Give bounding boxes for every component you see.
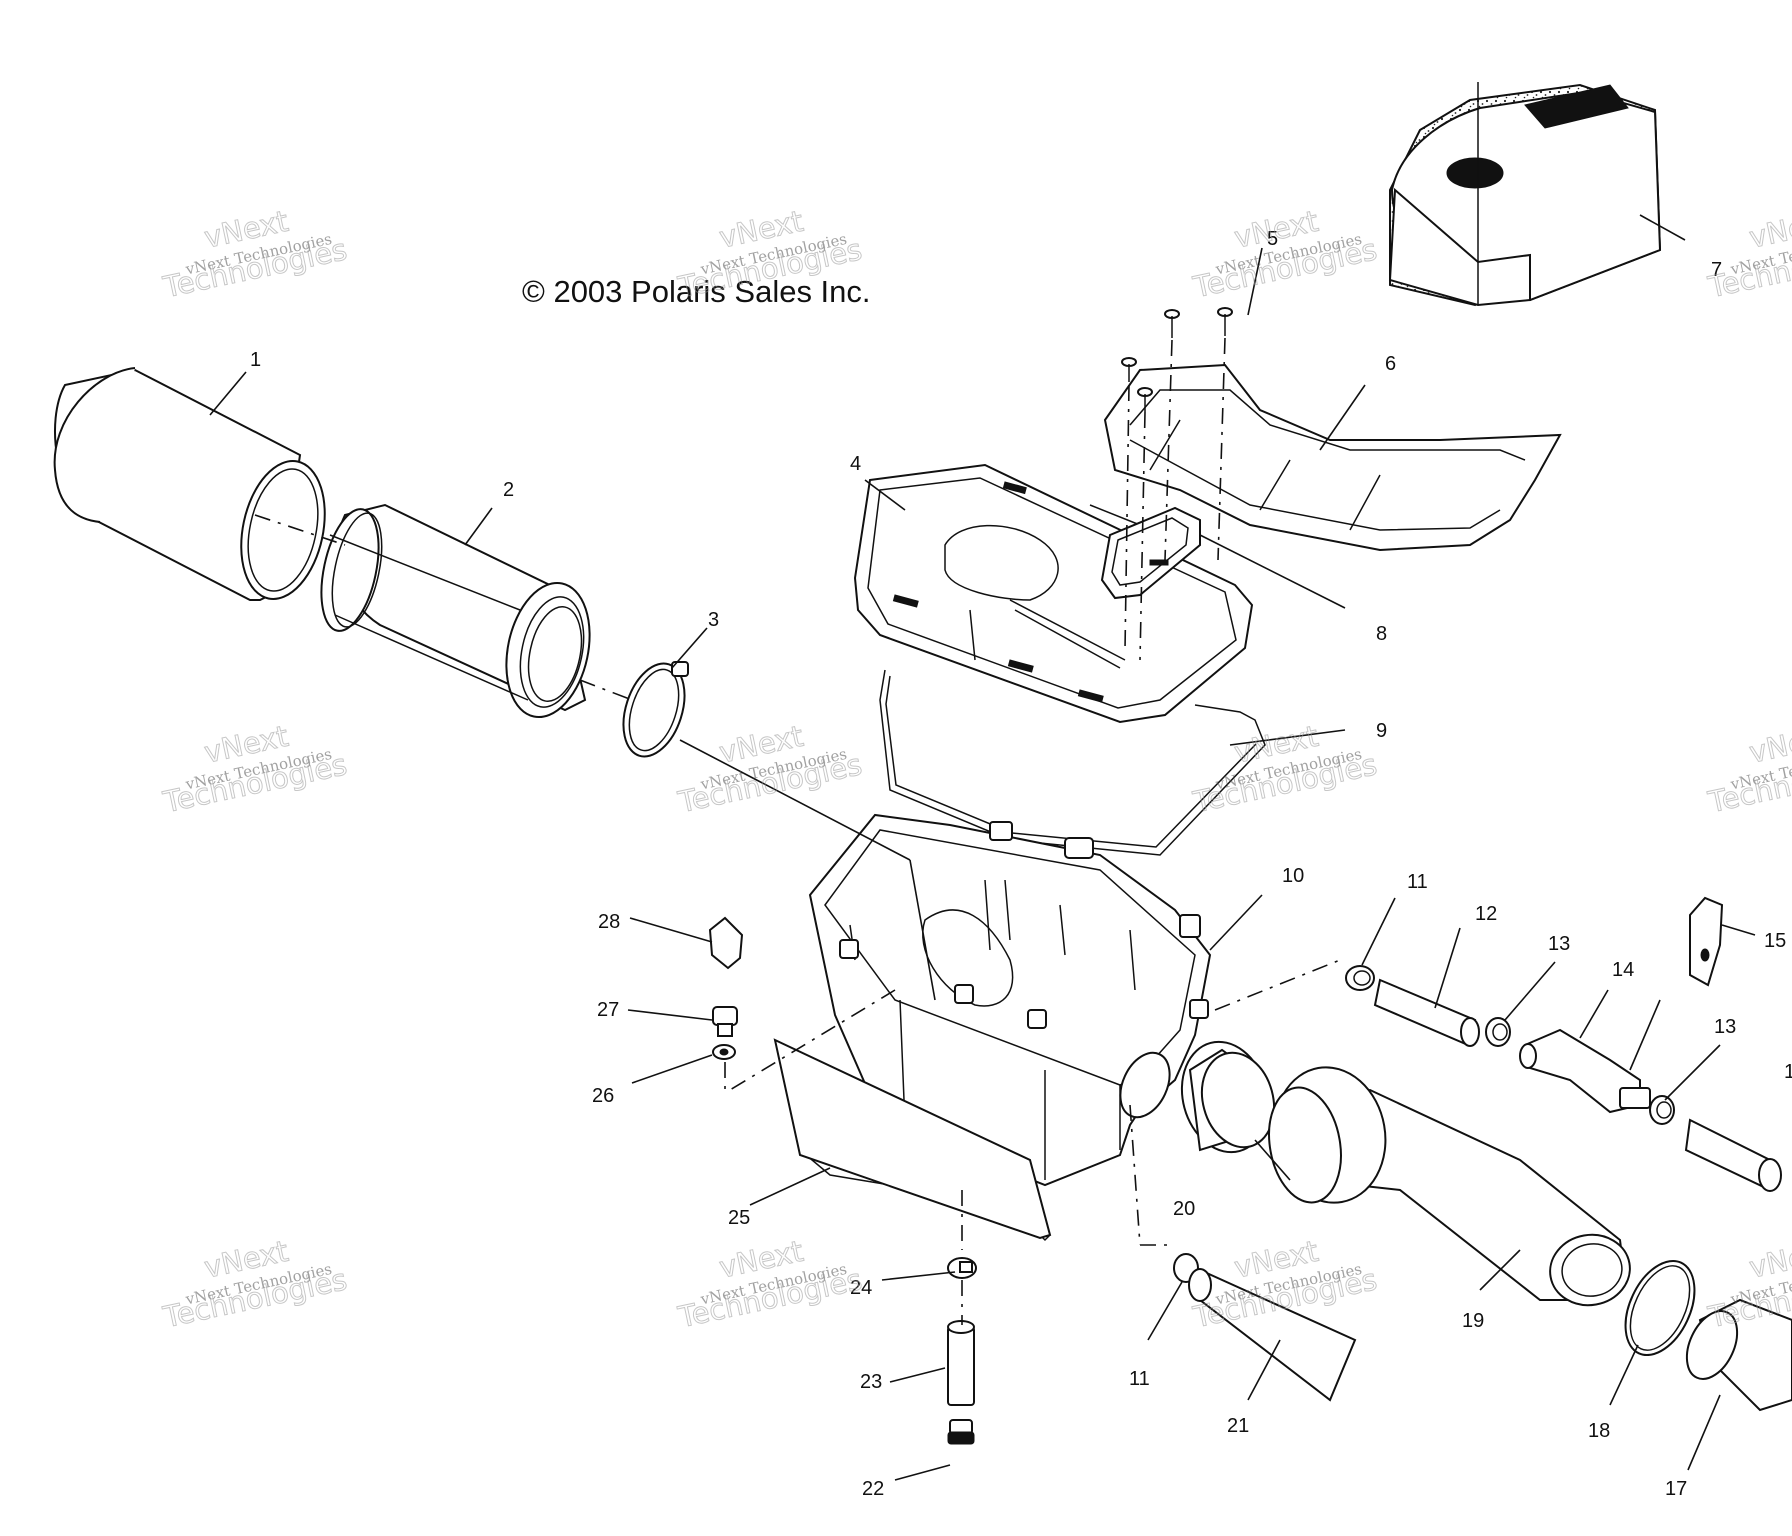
part-4-airbox-lid (853, 463, 1254, 724)
callout-28: 28 (598, 911, 620, 933)
part-24-clamp (947, 1257, 977, 1279)
callout-8: 8 (1376, 623, 1387, 645)
callout-7: 7 (1711, 259, 1722, 281)
callout-13-b: 13 (1714, 1016, 1736, 1038)
part-13-clamp-a (1485, 1017, 1511, 1047)
callout-23: 23 (860, 1371, 882, 1393)
part-21-hose (1188, 1268, 1357, 1402)
part-16-hose (1684, 1118, 1782, 1192)
part-6-intake-duct (1103, 363, 1562, 552)
watermark: vNext vNext Technologies Technologies (1189, 203, 1380, 305)
part-1-filter-sleeve (53, 367, 326, 601)
callout-21: 21 (1227, 1415, 1249, 1437)
part-13-clamp-b (1649, 1095, 1675, 1125)
callout-10: 10 (1282, 865, 1304, 887)
part-10-airbox-base (808, 813, 1212, 1187)
callout-1: 1 (250, 349, 261, 371)
callout-27: 27 (597, 999, 619, 1021)
watermark: vNext vNext Technologies Technologies (1189, 718, 1380, 820)
part-9-gasket (879, 669, 1266, 856)
part-2-filter-element (320, 503, 591, 719)
part-18-seal-ring (1624, 1259, 1696, 1357)
svg-text:vNext: vNext (1746, 719, 1792, 770)
watermark: vNext vNext Technologies Technologies (159, 1233, 350, 1335)
leader-lines (209, 214, 1756, 1481)
callout-22: 22 (862, 1478, 884, 1500)
callout-3: 3 (708, 609, 719, 631)
copyright-notice: © 2003 Polaris Sales Inc. (522, 274, 871, 309)
callout-12: 12 (1475, 903, 1497, 925)
part-5-screws (1121, 307, 1233, 661)
callout-6: 6 (1385, 353, 1396, 375)
part-25-side-panel (773, 1038, 1052, 1242)
part-28-clip (708, 916, 744, 970)
part-19-intake-boot (1268, 1066, 1631, 1307)
callout-9: 9 (1376, 720, 1387, 742)
watermark: vNext vNext Technologies Technologies (674, 1233, 865, 1335)
part-15-clip (1689, 896, 1724, 987)
callout-4: 4 (850, 453, 861, 475)
watermark: vNext vNext Technologies Technologies (159, 718, 350, 820)
callout-20: 20 (1173, 1198, 1195, 1220)
part-23-drain-tube (947, 1320, 975, 1406)
callout-17: 17 (1665, 1478, 1687, 1500)
callout-labels: 1 2 3 4 5 6 7 8 9 10 11 11 12 13 13 14 1… (250, 228, 1792, 1500)
part-22-drain-plug (947, 1419, 975, 1445)
callout-11-upper: 11 (1407, 871, 1428, 893)
part-27-bolt (712, 1006, 738, 1037)
part-7-foam-block (1388, 82, 1662, 307)
callout-19: 19 (1462, 1310, 1484, 1332)
callout-24: 24 (850, 1277, 872, 1299)
watermark: vNext vNext Technologies Technologies (1704, 718, 1792, 820)
watermark: vNext vNext Technologies Technologies (674, 718, 865, 820)
svg-text:vNext: vNext (1746, 204, 1792, 255)
callout-14: 14 (1612, 959, 1634, 981)
callout-5: 5 (1267, 228, 1278, 250)
callout-15: 15 (1764, 930, 1786, 952)
svg-text:vNext: vNext (1746, 1234, 1792, 1285)
callout-13-a: 13 (1548, 933, 1570, 955)
callout-18: 18 (1588, 1420, 1610, 1442)
callout-11-lower: 11 (1129, 1368, 1150, 1390)
callout-16: 1 (1784, 1061, 1792, 1083)
callout-2: 2 (503, 479, 514, 501)
part-14-valve (1519, 1028, 1651, 1114)
center-lines (254, 514, 1661, 1325)
part-26-washer (712, 1044, 736, 1060)
callout-26: 26 (592, 1085, 614, 1107)
part-11-clamp-upper (1345, 965, 1375, 991)
part-12-hose (1373, 978, 1480, 1047)
part-20-coupler (1180, 1040, 1276, 1154)
callout-25: 25 (728, 1207, 750, 1229)
part-17-adapter (1685, 1298, 1792, 1412)
watermark: vNext vNext Technologies Technologies (1704, 1233, 1792, 1335)
watermark: vNext vNext Technologies Technologies (159, 203, 350, 305)
watermark: vNext vNext Technologies Technologies (1704, 203, 1792, 305)
part-3-hose-clamp (622, 661, 689, 758)
